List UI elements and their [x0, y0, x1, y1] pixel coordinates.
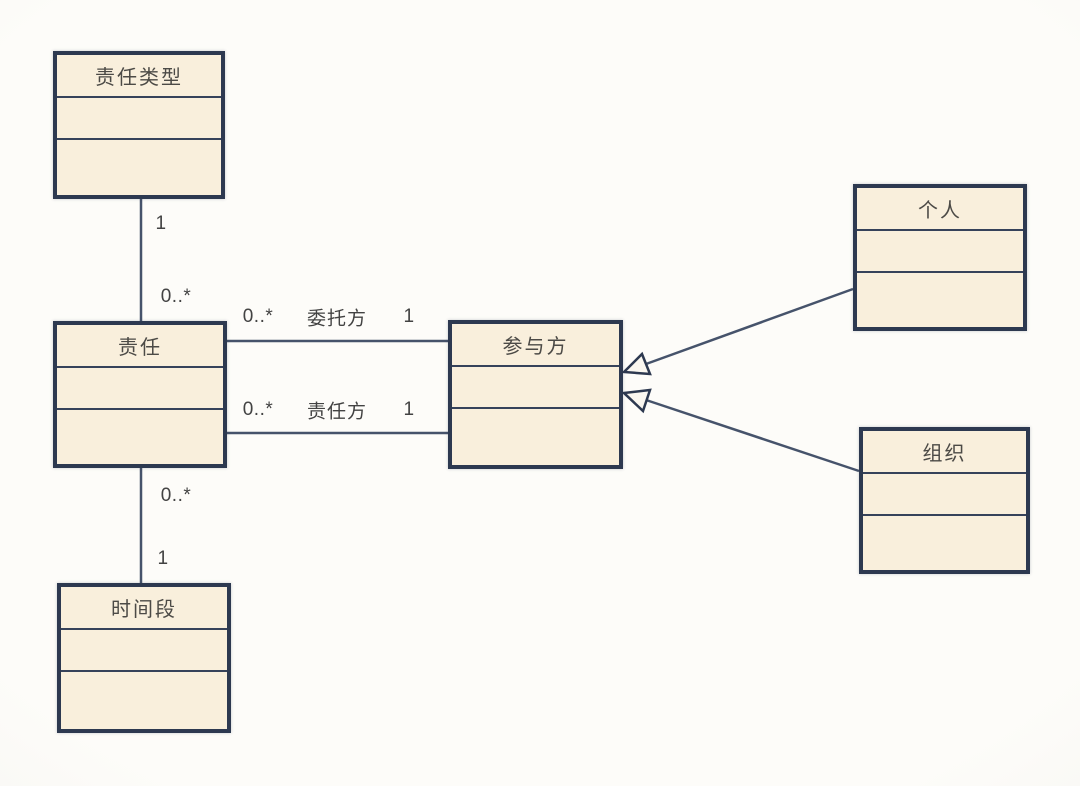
class-title-person: 个人 [857, 188, 1023, 231]
operations-compartment [857, 273, 1023, 327]
class-box-time-period: 时间段 [57, 583, 231, 733]
attributes-compartment [61, 630, 227, 672]
attributes-compartment [857, 231, 1023, 273]
operations-compartment [57, 140, 221, 195]
class-title-time-period: 时间段 [61, 587, 227, 630]
operations-compartment [57, 410, 223, 464]
class-title-organization: 组织 [863, 431, 1026, 474]
role-label-responsible-party: 责任方 [306, 401, 368, 423]
multiplicity-responsible-source: 0..* [242, 399, 274, 420]
class-box-responsibility: 责任 [53, 321, 227, 468]
class-box-responsibility-type: 责任类型 [53, 51, 225, 199]
class-title-responsibility: 责任 [57, 325, 223, 368]
multiplicity-period-target: 1 [157, 548, 169, 569]
multiplicity-type-end: 1 [155, 213, 167, 234]
class-title-responsibility-type: 责任类型 [57, 55, 221, 98]
multiplicity-responsible-target: 1 [403, 399, 415, 420]
attributes-compartment [57, 368, 223, 410]
generalization-line-person-to-party [645, 287, 854, 366]
class-box-person: 个人 [853, 184, 1027, 331]
attributes-compartment [452, 367, 619, 409]
multiplicity-period-source: 0..* [160, 485, 192, 506]
operations-compartment [863, 516, 1026, 570]
generalization-line-organization-to-party [645, 398, 860, 473]
generalization-arrowhead-person-icon [621, 351, 652, 376]
attributes-compartment [863, 474, 1026, 516]
class-title-party: 参与方 [452, 324, 619, 367]
multiplicity-delegator-target: 1 [403, 306, 415, 327]
operations-compartment [452, 409, 619, 465]
multiplicity-responsibility-end: 0..* [160, 286, 192, 307]
generalization-arrowhead-organization-icon [621, 388, 652, 414]
multiplicity-delegator-source: 0..* [242, 306, 274, 327]
operations-compartment [61, 672, 227, 729]
role-label-delegator: 委托方 [306, 308, 368, 330]
class-box-organization: 组织 [859, 427, 1030, 574]
class-box-party: 参与方 [448, 320, 623, 469]
attributes-compartment [57, 98, 221, 140]
